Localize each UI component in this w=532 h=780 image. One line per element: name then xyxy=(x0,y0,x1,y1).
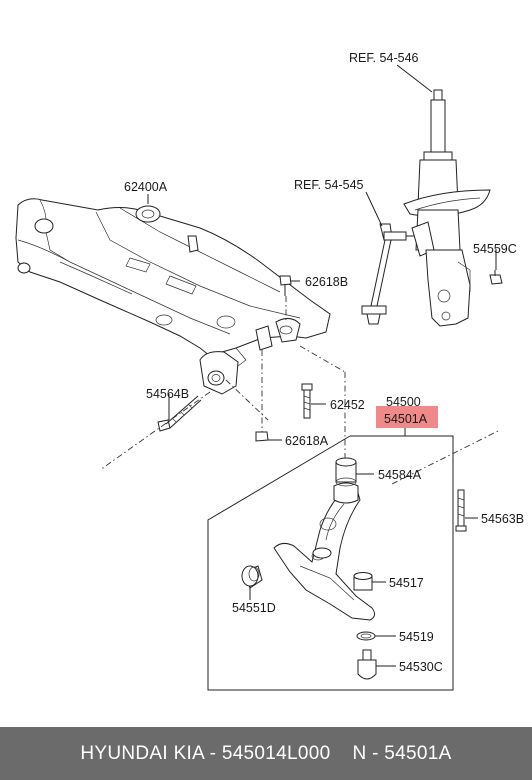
nut-62618A xyxy=(255,431,269,442)
parts-diagram: REF. 54-546 REF. 54-545 62400A 62618B 54… xyxy=(15,51,524,691)
label-62452: 62452 xyxy=(330,398,365,412)
label-54584A: 54584A xyxy=(378,468,422,482)
bolt-54564B xyxy=(157,395,202,432)
footer-code: N - 54501A xyxy=(352,742,452,764)
label-54500: 54500 xyxy=(386,395,421,409)
bolt-54559C xyxy=(489,270,503,285)
bolt-54563B xyxy=(455,489,467,532)
label-54564B: 54564B xyxy=(146,387,189,401)
nut-62618B xyxy=(279,275,292,296)
highlight-box xyxy=(376,406,438,428)
label-ref-54546: REF. 54-546 xyxy=(349,51,419,65)
footer-part-number: HYUNDAI KIA - 545014L000 xyxy=(80,742,331,764)
stabilizer-link xyxy=(361,223,414,325)
strut-assembly xyxy=(403,89,491,327)
crossmember xyxy=(15,198,331,395)
label-54530C: 54530C xyxy=(399,660,443,674)
label-62618A: 62618A xyxy=(285,434,329,448)
footer-bar: HYUNDAI KIA - 545014L000 N - 54501A xyxy=(0,727,532,780)
label-54551D: 54551D xyxy=(232,601,276,615)
bushing-54551D xyxy=(241,565,263,589)
bushing-54517 xyxy=(353,572,373,591)
bolt-62452 xyxy=(301,383,313,419)
ball-joint-54530C xyxy=(357,649,377,680)
lower-arm xyxy=(273,482,376,621)
lower-arm-box xyxy=(207,428,454,691)
label-54563B: 54563B xyxy=(481,512,524,526)
bushing-54584A xyxy=(335,457,357,487)
assembly-guides xyxy=(99,296,501,485)
ring-54519 xyxy=(356,631,376,641)
label-ref-54545: REF. 54-545 xyxy=(294,178,364,192)
label-54559C: 54559C xyxy=(473,242,517,256)
leader-lines xyxy=(147,64,497,667)
label-62618B: 62618B xyxy=(305,275,348,289)
label-62400A: 62400A xyxy=(124,180,168,194)
label-54517: 54517 xyxy=(389,576,424,590)
label-54501A: 54501A xyxy=(384,412,428,426)
label-54519: 54519 xyxy=(399,630,434,644)
